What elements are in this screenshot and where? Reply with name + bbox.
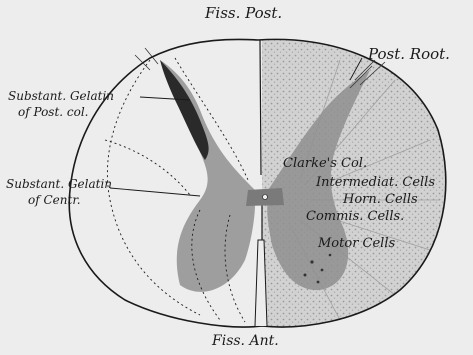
fissure-anterior-label: Fiss. Ant. (212, 334, 279, 348)
central-canal (263, 195, 268, 200)
substant-gelatin-post-col-label-1: Substant. Gelatin (8, 90, 114, 102)
fissure-posterior-label: Fiss. Post. (205, 6, 282, 21)
substant-gelatin-centr-label-2: of Centr. (28, 194, 81, 206)
horn-cells-label: Horn. Cells (343, 193, 418, 206)
substant-gelatin-post-col-label-2: of Post. col. (18, 106, 89, 118)
commis-cells-label: Commis. Cells. (306, 210, 404, 223)
clarkes-column-label: Clarke's Col. (283, 157, 367, 170)
substant-gelatin-centr-label-1: Substant. Gelatin (6, 178, 112, 190)
motor-cells-label: Motor Cells (318, 237, 395, 250)
post-root-label: Post. Root. (368, 47, 450, 62)
intermediate-cells-label: Intermediat. Cells (316, 176, 435, 189)
